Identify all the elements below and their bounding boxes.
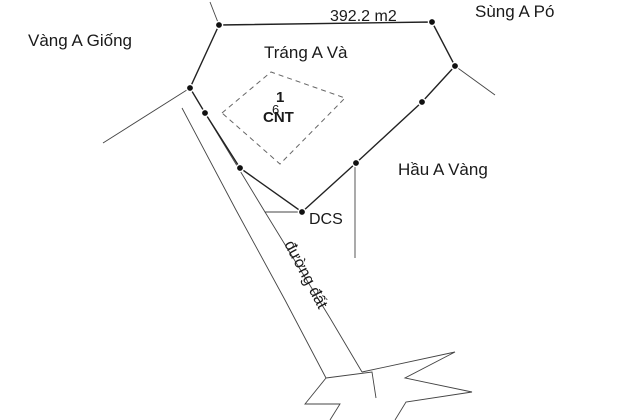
road-edge-right	[204, 112, 302, 213]
dirt-road	[181, 107, 473, 420]
road-junction-west	[304, 377, 341, 420]
neighbor-label-east: Hầu A Vàng	[398, 160, 488, 179]
vertex-point	[450, 61, 460, 71]
parcel-boundary	[189, 21, 456, 213]
neighbor-boundaries	[102, 1, 496, 258]
vertex-point	[185, 83, 195, 93]
parcel-number: 1	[276, 89, 284, 106]
road-edge-right-lower	[264, 211, 363, 373]
road-junction-north	[361, 351, 473, 420]
vertex-point	[214, 20, 224, 30]
vertex-point	[351, 158, 361, 168]
road-edge-left	[181, 107, 327, 379]
point-label-dcs: DCS	[309, 211, 343, 228]
area-label: 392.2 m2	[330, 8, 397, 25]
road-label: đường đất	[280, 238, 330, 312]
parcel-land-code: CNT	[263, 109, 294, 126]
vertex-point	[235, 163, 245, 173]
boundary-line-west	[102, 87, 191, 144]
parcel-subnumber: 6	[272, 102, 279, 117]
vertex-point	[427, 17, 437, 27]
boundary-line-northeast	[454, 65, 496, 96]
road-junction-south	[325, 371, 377, 399]
neighbor-label-northeast: Sùng A Pó	[475, 2, 554, 21]
vertex-point	[200, 108, 210, 118]
vertex-point	[417, 97, 427, 107]
neighbor-label-northwest: Vàng A Giống	[28, 31, 132, 50]
vertex-point	[297, 207, 307, 217]
neighbor-label-north: Tráng A Và	[264, 43, 348, 62]
boundary-vertices	[185, 17, 460, 217]
